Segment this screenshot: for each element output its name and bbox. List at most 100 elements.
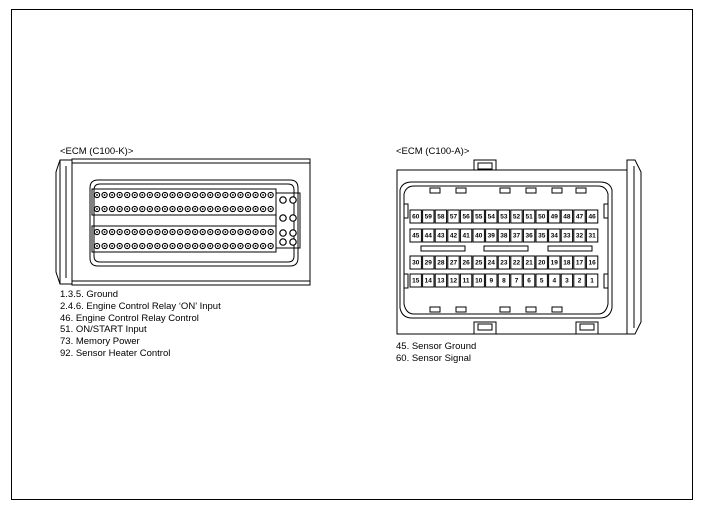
pin-cell	[548, 255, 561, 270]
pin-number: 57	[450, 214, 458, 221]
pin-center	[262, 245, 264, 247]
pin-number: 48	[563, 214, 571, 221]
pin-center	[171, 208, 174, 210]
pin-center	[156, 245, 159, 247]
pin-center	[141, 245, 144, 247]
pin-center	[126, 194, 129, 196]
pin-center	[118, 194, 121, 196]
pin-number: 58	[437, 214, 445, 221]
pin-cell	[422, 228, 435, 243]
pin-number: 15	[412, 278, 420, 285]
pin-number: 46	[588, 214, 596, 221]
pin-cell	[472, 255, 485, 270]
pin-center	[232, 231, 234, 233]
pin-center	[224, 194, 227, 196]
large-pin	[279, 229, 287, 237]
pin-center	[103, 231, 106, 233]
pin-cell	[485, 273, 498, 288]
pin-number: 40	[475, 233, 483, 240]
pin-cell	[409, 228, 422, 243]
pin-cell	[447, 209, 460, 224]
pin-number: 31	[588, 233, 596, 240]
pin-center	[232, 194, 234, 196]
pin-number: 50	[538, 214, 546, 221]
pin-center	[224, 231, 227, 233]
pin-cell	[560, 209, 574, 224]
pin-center	[103, 194, 106, 196]
pin-number: 55	[475, 214, 483, 221]
connector-k-drawing	[55, 158, 311, 286]
pin-center	[209, 194, 212, 196]
pin-number: 18	[563, 260, 571, 267]
pin-center	[156, 208, 159, 210]
pin-center	[148, 245, 151, 247]
pin-number: 49	[551, 214, 559, 221]
pin-center	[247, 245, 249, 247]
pin-center	[262, 208, 264, 210]
pin-center	[194, 208, 197, 210]
pin-number: 23	[500, 260, 508, 267]
pin-center	[239, 194, 242, 196]
pin-cell	[573, 209, 586, 224]
pin-cell	[472, 273, 485, 288]
pin-center	[262, 231, 264, 233]
pin-number: 2	[578, 278, 582, 285]
pin-center	[254, 208, 257, 210]
pin-cell	[497, 273, 511, 288]
pin-cell	[497, 228, 511, 243]
connector-k-title: <ECM (C100-K)>	[60, 146, 134, 157]
pin-center	[247, 208, 249, 210]
large-pin	[279, 214, 287, 222]
pin-cell	[422, 273, 435, 288]
pin-number: 3	[565, 278, 569, 285]
pin-center	[239, 245, 242, 247]
pin-center	[164, 245, 166, 247]
pin-cell	[510, 209, 523, 224]
pin-cell	[585, 228, 599, 243]
legend-item: 92. Sensor Heater Control	[60, 347, 171, 359]
pin-cell	[485, 255, 498, 270]
pin-cell	[422, 255, 435, 270]
pin-number: 47	[576, 214, 584, 221]
pin-cell	[522, 255, 536, 270]
pin-center	[216, 194, 219, 196]
pin-number: 60	[412, 214, 420, 221]
pin-center	[171, 231, 174, 233]
pin-center	[118, 208, 121, 210]
pin-cell	[422, 209, 435, 224]
pin-center	[111, 208, 113, 210]
pin-cell	[560, 255, 574, 270]
pin-center	[194, 194, 197, 196]
pin-center	[269, 231, 272, 233]
pin-center	[148, 208, 151, 210]
pin-number: 1	[590, 278, 594, 285]
pin-cell	[434, 255, 448, 270]
pin-cell	[510, 228, 523, 243]
pin-cell	[573, 228, 586, 243]
pin-center	[201, 231, 204, 233]
pin-number: 59	[425, 214, 433, 221]
pin-cell	[447, 273, 460, 288]
pin-center	[194, 231, 197, 233]
pin-number: 30	[412, 260, 420, 267]
pin-number: 27	[450, 260, 458, 267]
pin-cell	[459, 273, 473, 288]
pin-number: 39	[488, 233, 496, 240]
pin-cell	[485, 209, 498, 224]
pin-number: 38	[500, 233, 508, 240]
pin-number: 41	[462, 233, 470, 240]
pin-number: 22	[513, 260, 521, 267]
pin-center	[148, 194, 151, 196]
pin-center	[201, 245, 204, 247]
pin-center	[133, 245, 136, 247]
pin-cell	[522, 273, 536, 288]
pin-number: 32	[576, 233, 584, 240]
large-pin	[289, 238, 297, 246]
pin-center	[111, 231, 113, 233]
pin-center	[96, 194, 98, 196]
pin-center	[156, 194, 159, 196]
pin-center	[254, 231, 257, 233]
legend-item: 45. Sensor Ground	[396, 341, 477, 352]
pin-cell	[548, 209, 561, 224]
